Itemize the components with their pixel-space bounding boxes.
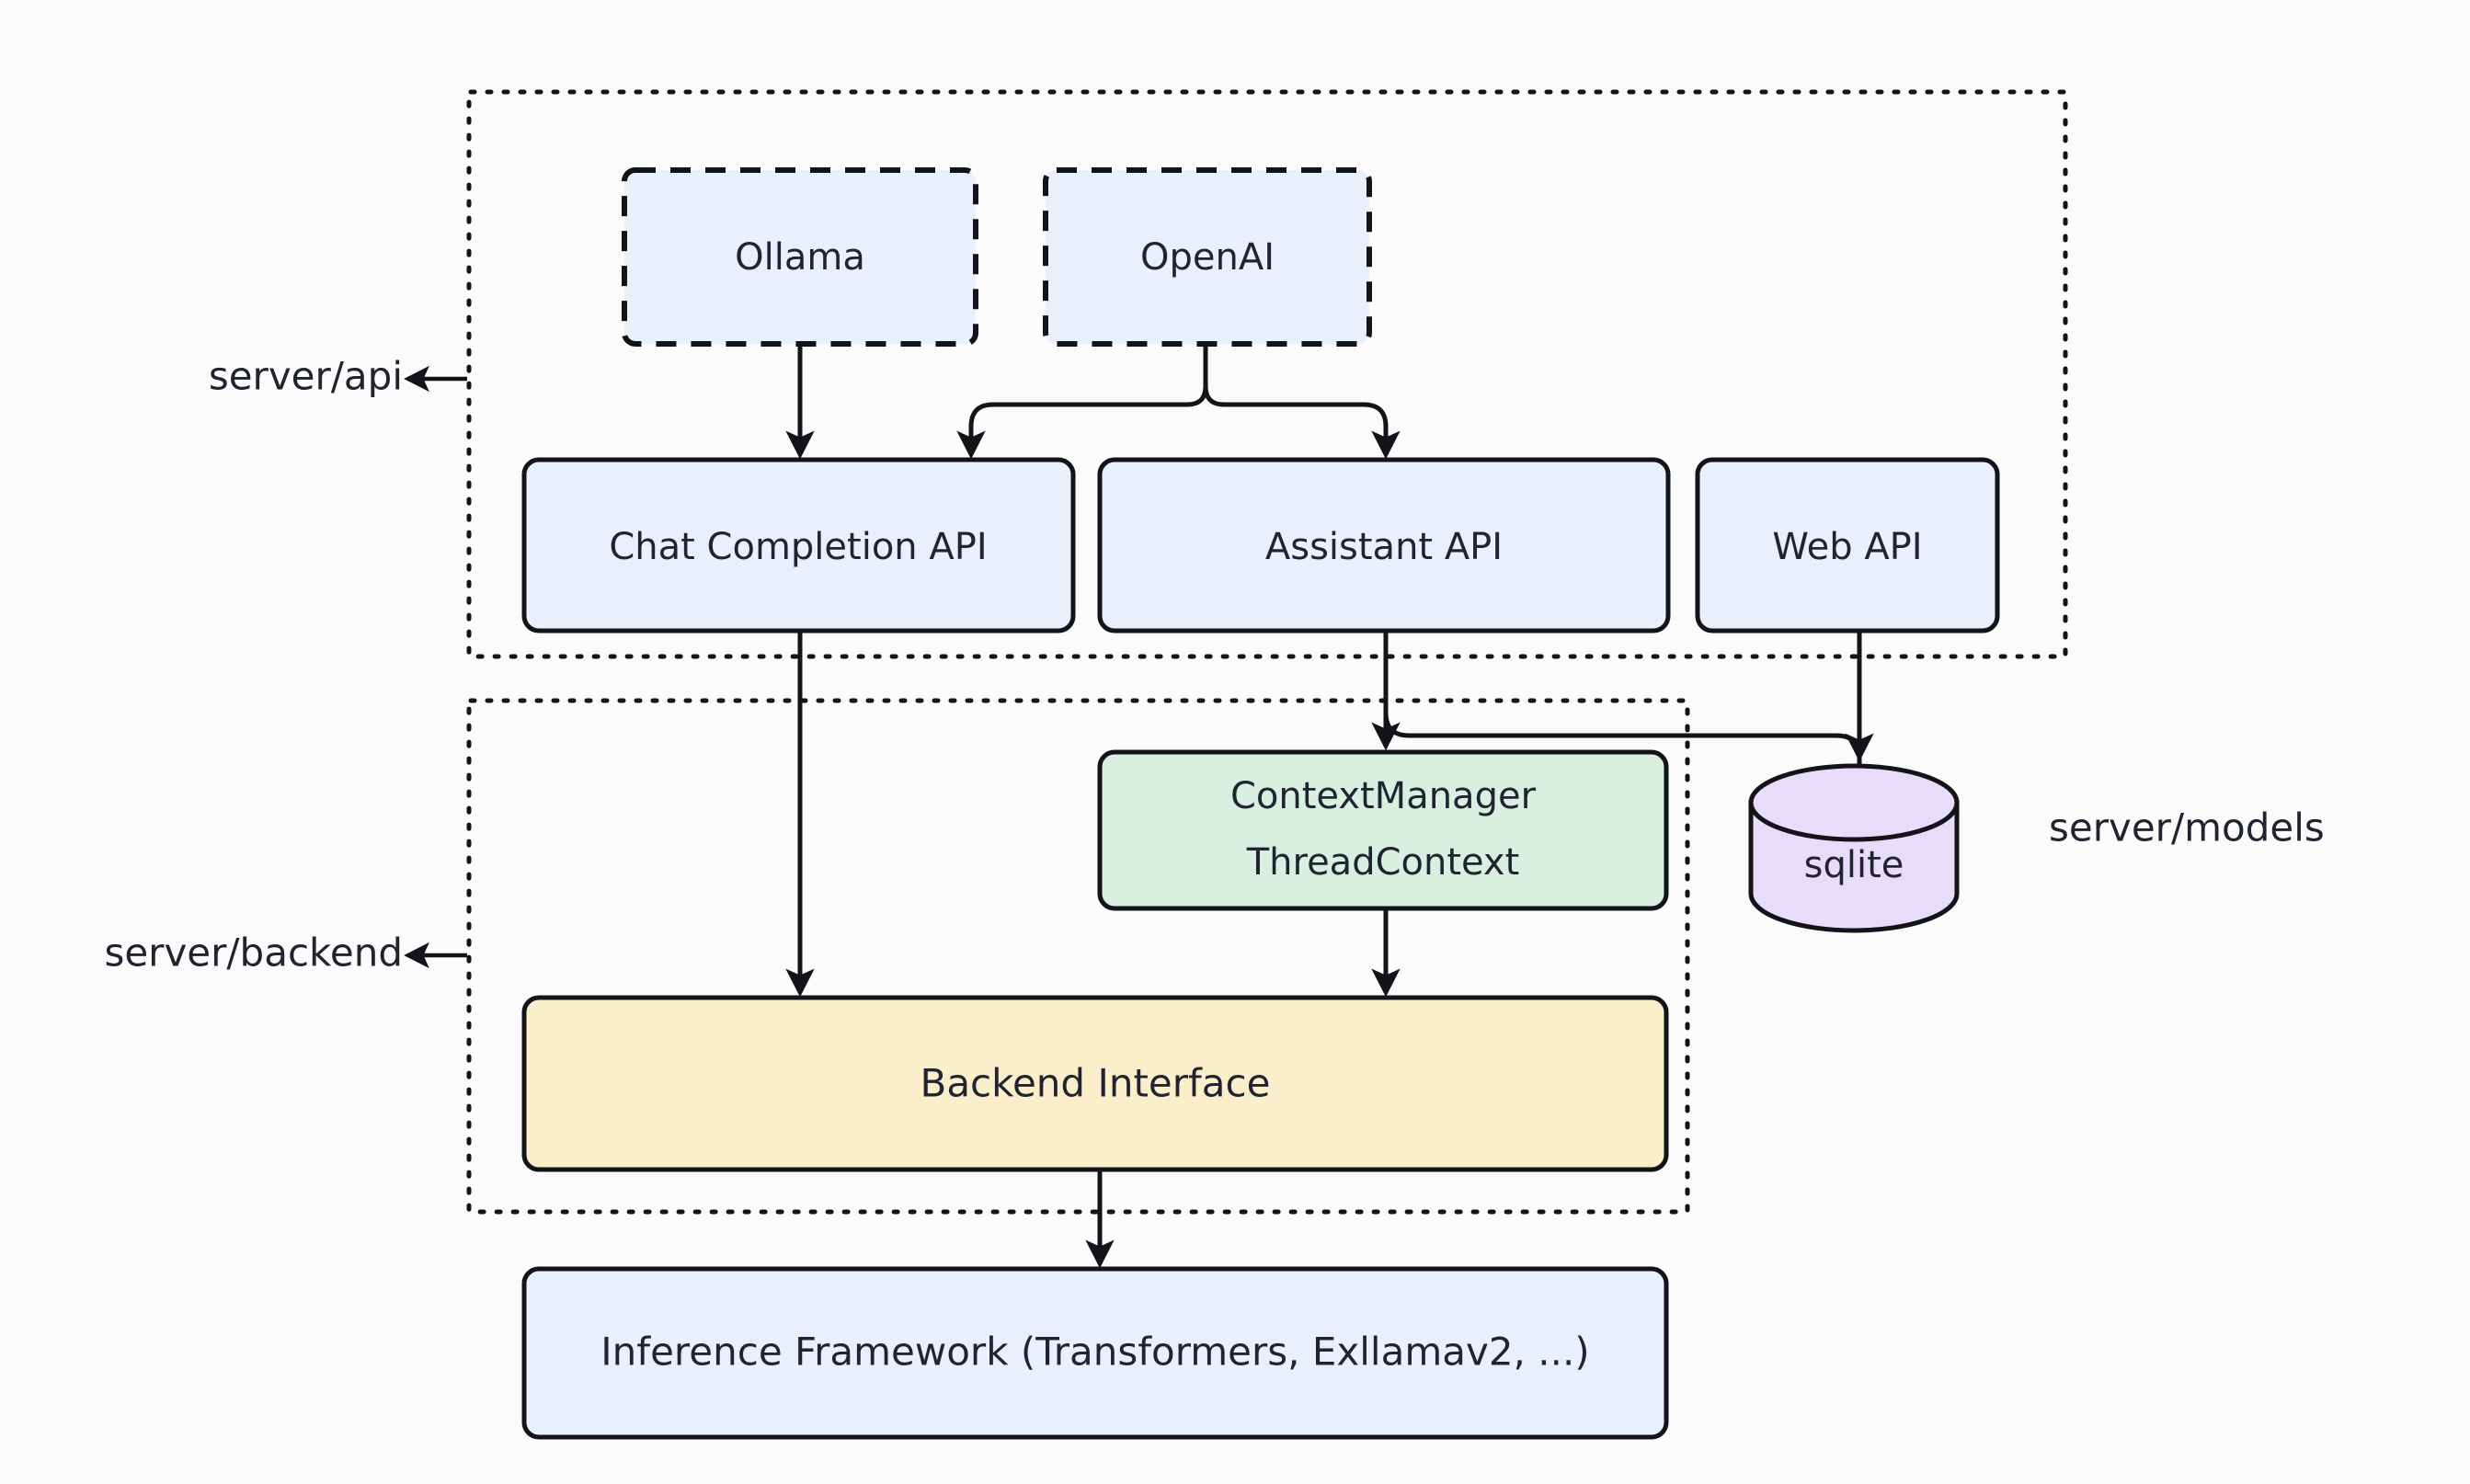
cluster-label-server-backend: server/backend [104, 930, 403, 976]
node-web-api[interactable]: Web API [1695, 457, 2000, 634]
node-web-api-label: Web API [1772, 526, 1922, 568]
node-openai[interactable]: OpenAI [1043, 167, 1372, 347]
edge-openai-fork-to-chat-completion-api [956, 344, 1208, 460]
cluster-label-server-models: server/models [2049, 805, 2325, 850]
sqlite-cylinder-top [1748, 763, 1960, 842]
cluster-server-backend [466, 698, 1690, 1215]
node-ollama-label: Ollama [735, 236, 865, 279]
edge-openai-fork-to-assistant-api [1203, 344, 1401, 460]
node-sqlite-label: sqlite [1804, 844, 1904, 886]
node-context-manager-label-line2: ThreadContext [1246, 841, 1520, 884]
node-openai-label: OpenAI [1140, 236, 1275, 279]
node-inference-framework-label: Inference Framework (Transformers, Exlla… [600, 1330, 1589, 1375]
node-sqlite[interactable]: sqlite [1748, 763, 1960, 933]
node-chat-completion-api[interactable]: Chat Completion API [521, 457, 1076, 634]
cluster-label-server-api: server/api [209, 354, 403, 399]
node-ollama[interactable]: Ollama [622, 167, 978, 347]
node-assistant-api-label: Assistant API [1265, 526, 1503, 568]
node-assistant-api[interactable]: Assistant API [1097, 457, 1671, 634]
node-backend-interface[interactable]: Backend Interface [521, 995, 1669, 1172]
node-backend-interface-label: Backend Interface [921, 1061, 1271, 1106]
node-chat-completion-api-label: Chat Completion API [609, 526, 987, 568]
cluster-server-api [466, 89, 2068, 659]
node-context-manager-label-line1: ContextManager [1230, 775, 1537, 817]
node-context-manager[interactable]: ContextManager ThreadContext [1097, 749, 1669, 911]
node-inference-framework[interactable]: Inference Framework (Transformers, Exlla… [521, 1266, 1669, 1440]
